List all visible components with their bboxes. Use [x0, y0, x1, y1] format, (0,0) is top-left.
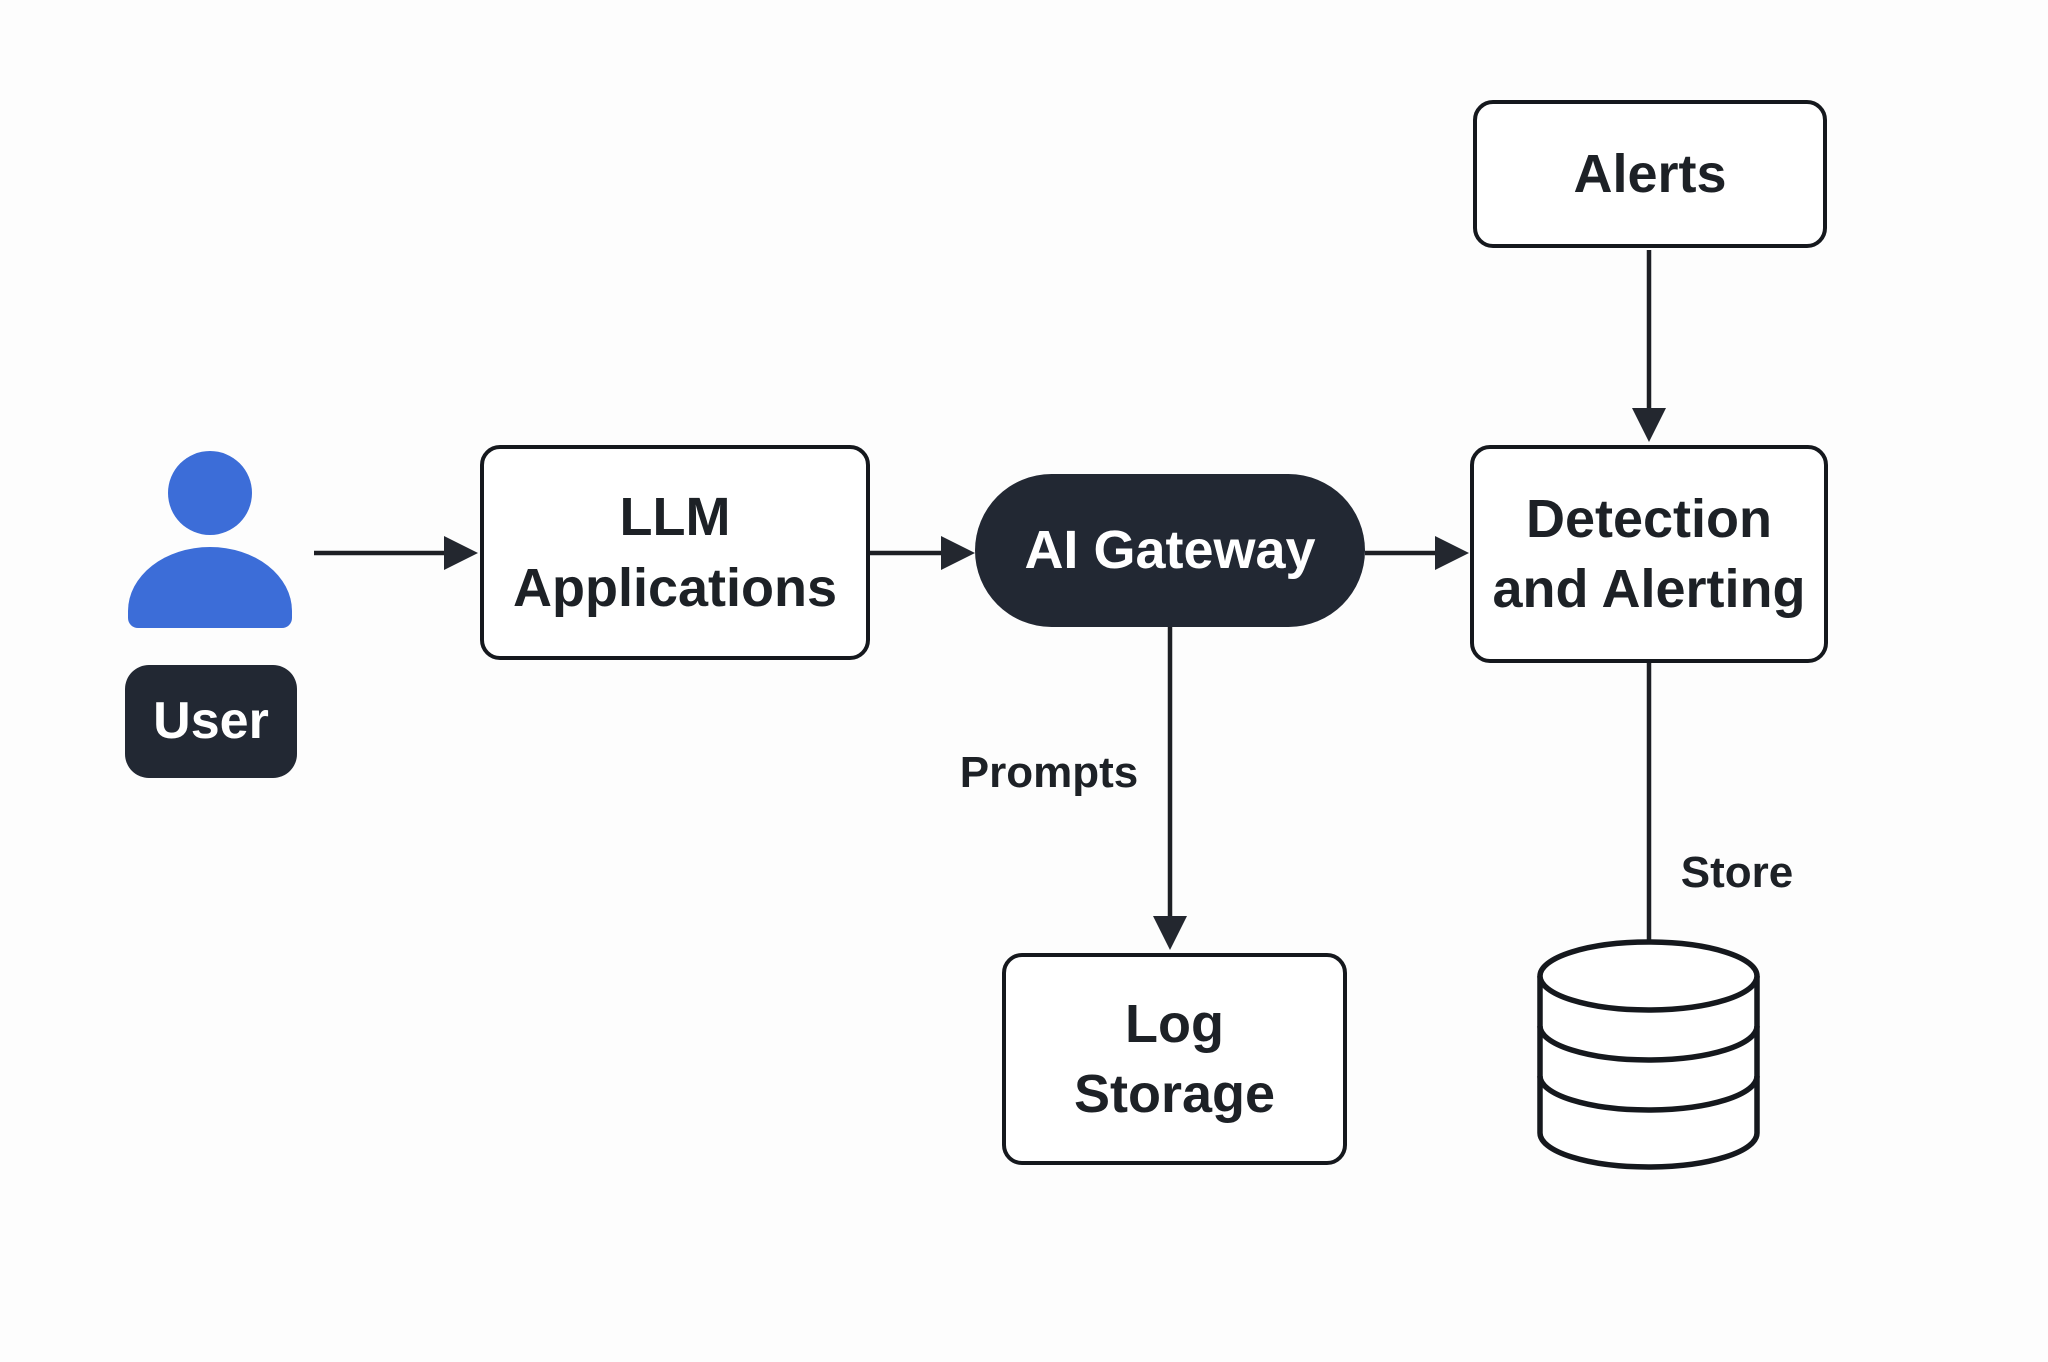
arrowhead-gateway-to-detection	[1435, 536, 1469, 570]
arrowhead-user-to-llm	[444, 536, 478, 570]
edge-label-prompts: Prompts	[959, 748, 1139, 797]
arrowhead-llm-to-gateway	[941, 536, 975, 570]
person-torso-shape	[128, 547, 292, 628]
node-log-storage: Log Storage	[1002, 953, 1347, 1165]
node-ai-gateway: AI Gateway	[975, 474, 1365, 627]
arrowhead-gateway-to-log	[1153, 916, 1187, 950]
arrowhead-alerts-to-detection	[1632, 408, 1666, 442]
database-cylinder-icon	[1537, 939, 1760, 1170]
edge-label-store: Store	[1680, 848, 1794, 897]
node-detection-and-alerting: Detection and Alerting	[1470, 445, 1828, 663]
node-user-label: User	[125, 665, 297, 778]
person-silhouette-icon	[126, 451, 294, 631]
person-head-shape	[168, 451, 252, 535]
node-alerts: Alerts	[1473, 100, 1827, 248]
node-llm-applications: LLM Applications	[480, 445, 870, 660]
